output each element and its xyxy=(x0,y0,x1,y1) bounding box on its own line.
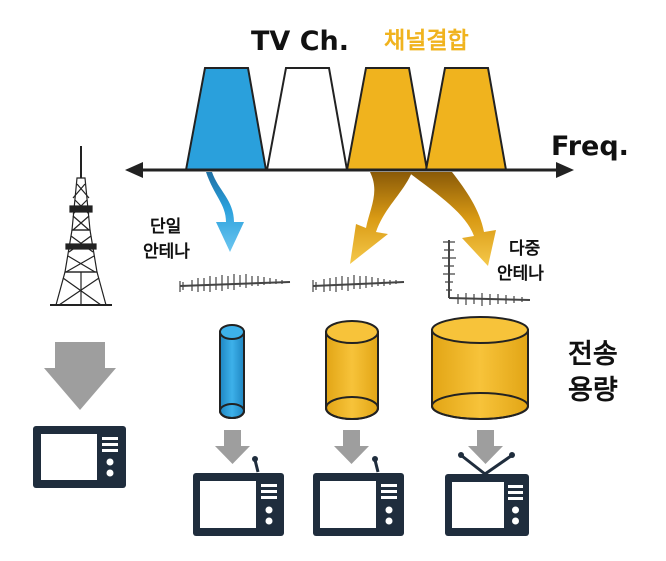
channel-bonding-label: 채널결합 xyxy=(384,28,469,54)
gold-signal-arrow-multi xyxy=(408,172,496,266)
down-arrow-2 xyxy=(334,430,369,464)
channel-white xyxy=(265,67,349,171)
blue-signal-arrow xyxy=(206,172,244,252)
frequency-label: Freq. xyxy=(551,131,629,162)
gold-signal-arrow-single xyxy=(350,172,412,264)
broadcast-tower-icon xyxy=(50,146,112,306)
multi-antenna-label-2: 안테나 xyxy=(497,264,544,284)
tv-channel-label: TV Ch. xyxy=(251,26,349,57)
channel-blue xyxy=(184,67,268,171)
down-arrow-3 xyxy=(468,430,503,464)
tv-icon xyxy=(313,456,404,536)
multi-antenna-label-1: 다중 xyxy=(509,239,541,259)
single-antenna-label-1: 단일 xyxy=(150,217,181,237)
tv-icon xyxy=(33,426,126,488)
log-periodic-antenna-icon xyxy=(312,275,405,292)
capacity-label-1: 전송 xyxy=(568,339,618,370)
log-periodic-antenna-icon xyxy=(179,274,291,292)
tower-down-arrow xyxy=(44,342,116,410)
channel-gold-1 xyxy=(345,67,429,171)
cylinder-capacity-icon xyxy=(431,316,529,420)
channel-gold-2 xyxy=(424,67,508,171)
cylinder-capacity-icon xyxy=(219,324,245,419)
mimo-antenna-icon xyxy=(442,240,531,306)
channel-spectrum xyxy=(184,67,508,171)
capacity-label-2: 용량 xyxy=(568,375,618,406)
tv-icon xyxy=(193,456,284,536)
channel-to-antenna-arrows xyxy=(206,172,496,266)
down-arrow-1 xyxy=(215,430,250,464)
tv-icon xyxy=(445,452,529,536)
cylinder-capacity-icon xyxy=(325,320,379,420)
frequency-axis xyxy=(125,162,574,178)
single-antenna-label-2: 안테나 xyxy=(143,242,190,262)
